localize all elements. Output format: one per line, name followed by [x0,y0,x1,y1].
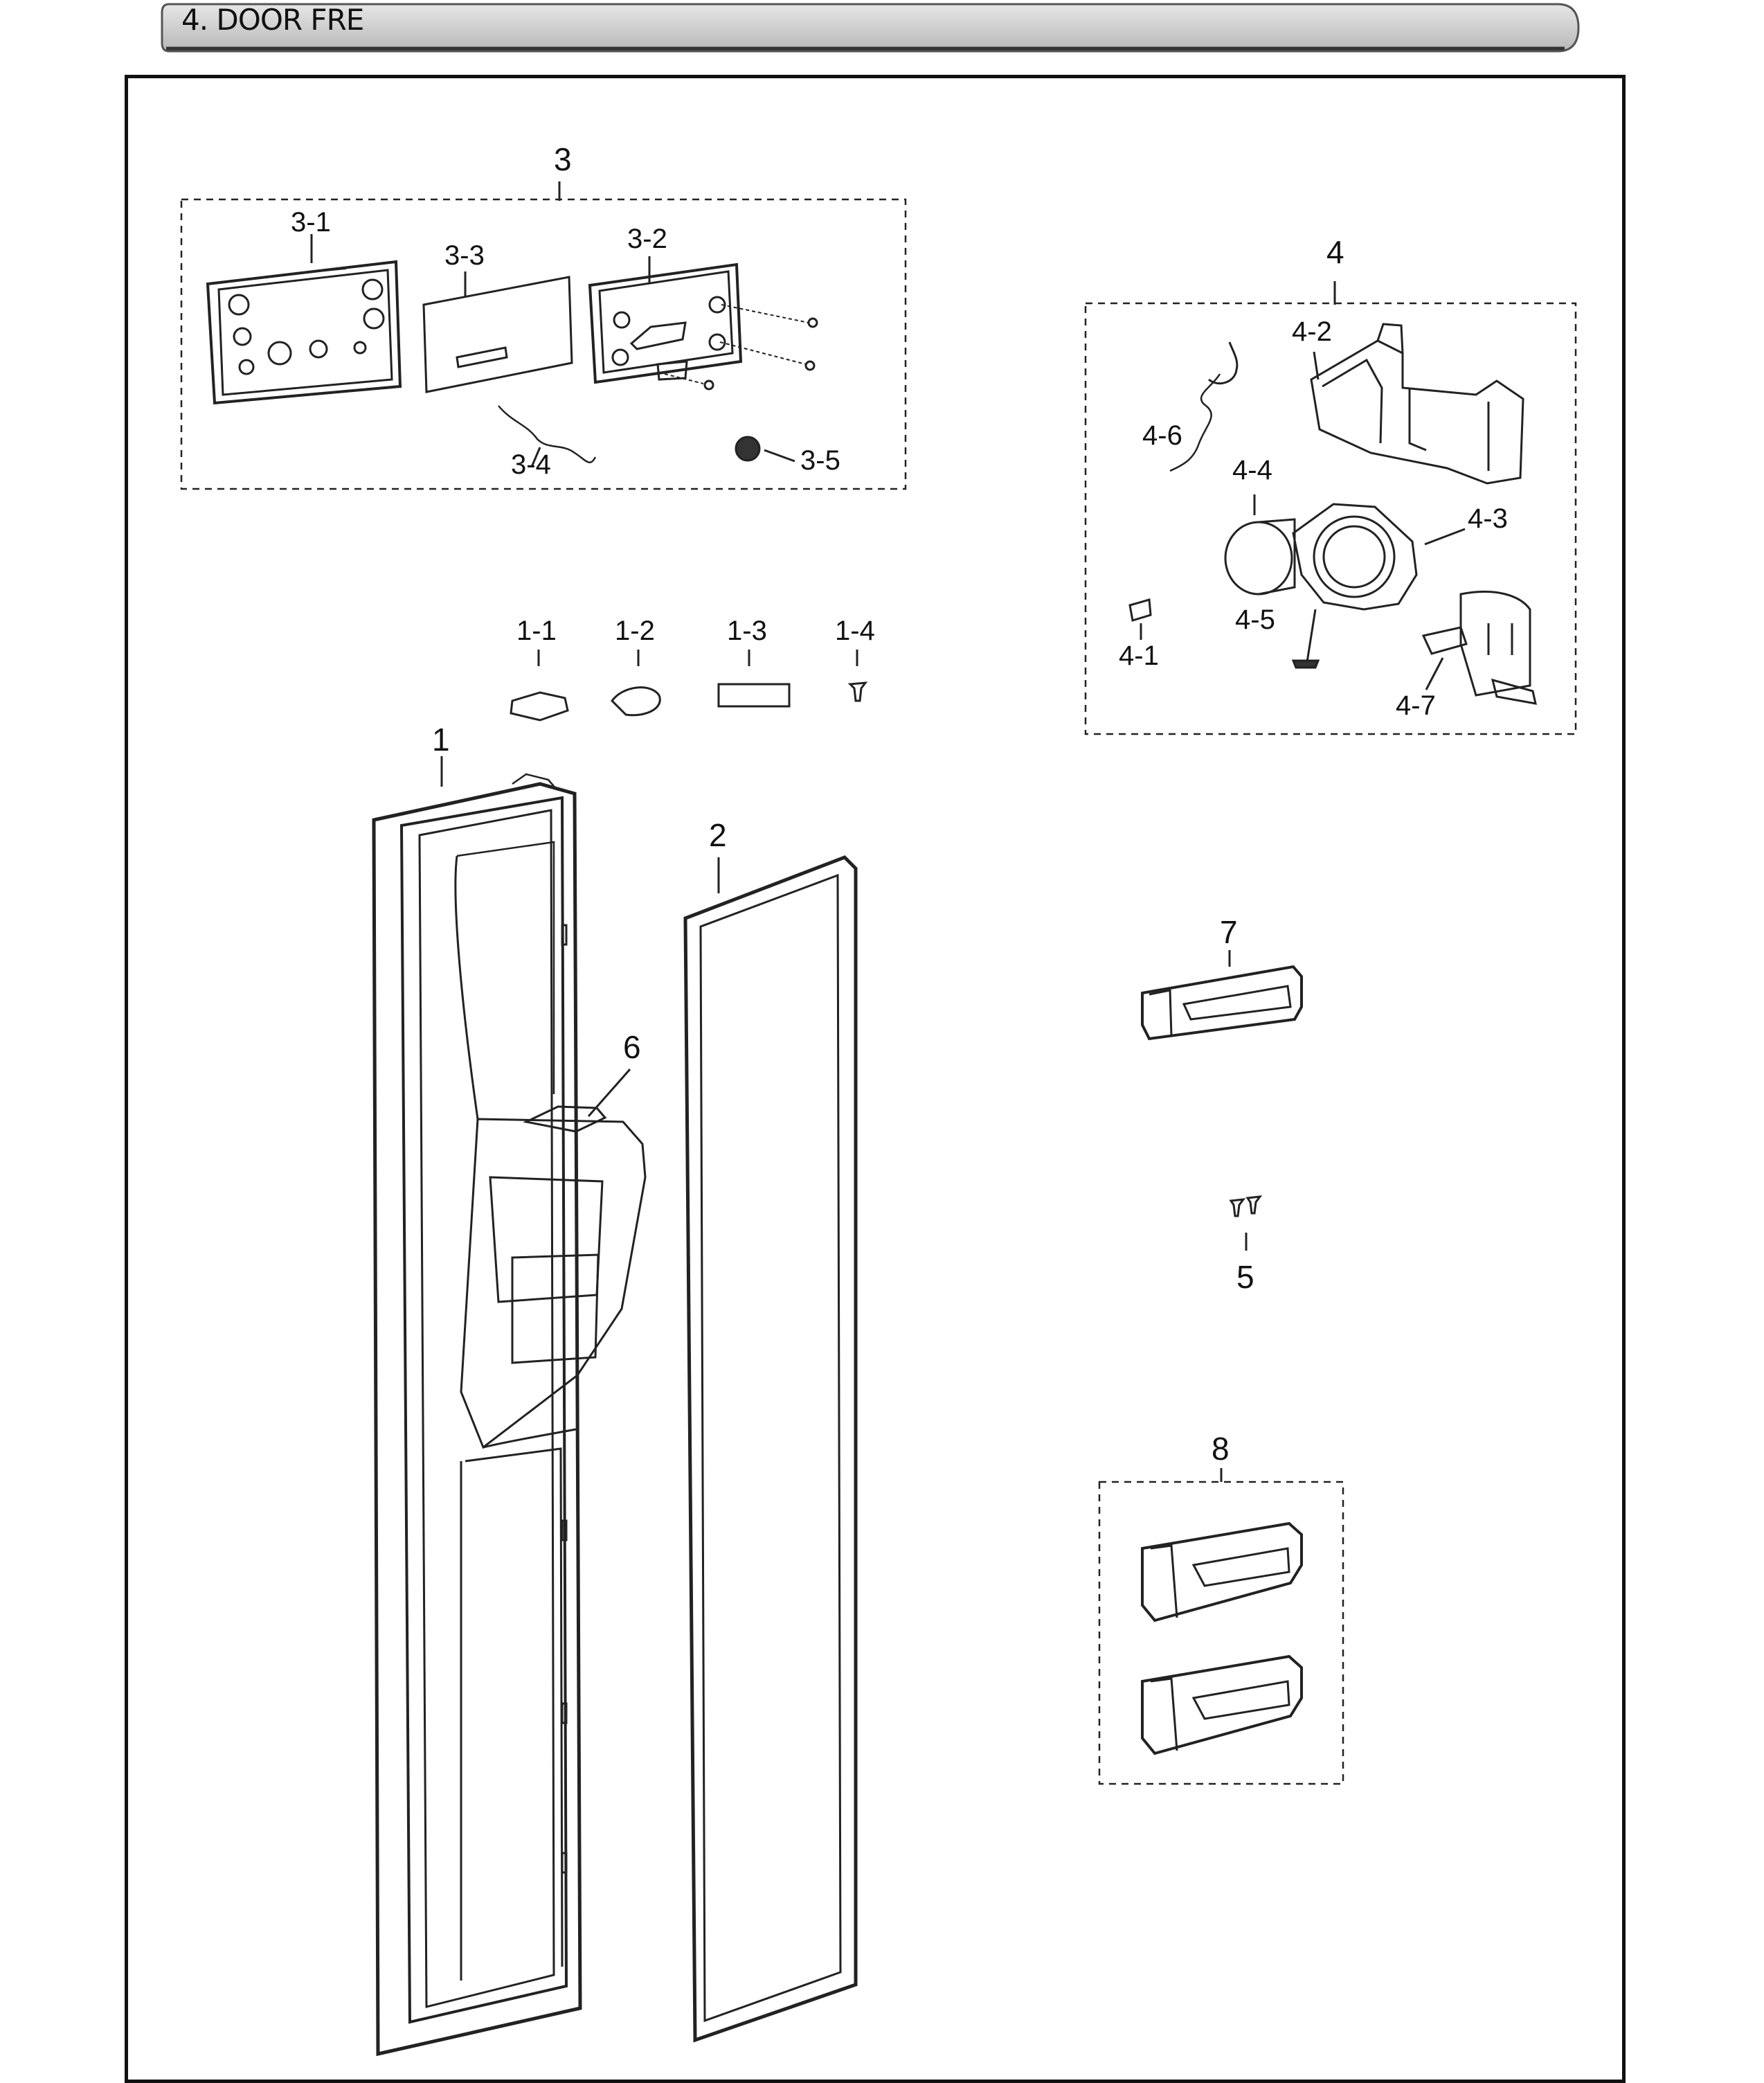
label-4-1: 4-1 [1119,641,1159,671]
part-3-4-wire [498,405,597,463]
part-1-3-block [717,683,791,708]
part-2-gasket [683,855,858,2043]
part-4-4-motor [1224,518,1296,596]
label-4: 4 [1326,234,1344,270]
label-1: 1 [432,722,450,758]
label-4-7: 4-7 [1396,690,1436,721]
label-7: 7 [1220,914,1238,950]
label-3-4: 3-4 [511,449,551,480]
part-1-4-screw [847,681,868,702]
label-6: 6 [623,1029,641,1065]
label-4-4: 4-4 [1232,455,1272,485]
part-7-guard [1141,965,1303,1041]
label-5: 5 [1236,1259,1254,1295]
part-4-6-harness [1169,373,1221,472]
label-3-5: 3-5 [800,445,840,476]
page-title: 4. DOOR FRE [181,3,364,37]
part-4-2-case [1310,323,1524,485]
part-8-guard-lower [1141,1654,1303,1755]
part-3-1-cover-dispenser [206,260,402,405]
label-3: 3 [554,141,572,177]
header-bar [161,3,1580,53]
part-3-3-panel [422,276,573,393]
label-1-1: 1-1 [516,616,557,646]
part-4-3-duct [1292,503,1418,611]
leader-6 [587,1069,631,1117]
part-1-door [372,773,647,2057]
part-1-1-hinge [510,691,569,722]
label-2: 2 [709,817,727,853]
screws-3-2 [664,304,818,391]
part-1-2-cap [611,686,661,717]
part-3-5-switch [735,436,795,463]
group-8-box [1098,1481,1344,1785]
label-4-5: 4-5 [1235,605,1275,635]
part-4-5-solenoid [1291,609,1320,669]
part-4-1-connector [1128,598,1152,622]
label-4-3: 4-3 [1468,503,1508,534]
label-3-2: 3-2 [627,224,667,254]
label-8: 8 [1212,1431,1230,1467]
label-1-2: 1-2 [615,616,655,646]
label-3-3: 3-3 [444,240,485,271]
group-4-box [1084,302,1577,735]
label-3-1: 3-1 [291,207,331,238]
label-4-6: 4-6 [1142,420,1182,451]
part-8-guard-upper [1141,1521,1303,1622]
group-3-box [180,198,907,490]
label-1-3: 1-3 [727,616,767,646]
part-5-screws [1229,1195,1263,1217]
part-4-7-flap [1421,590,1537,705]
label-4-2: 4-2 [1292,316,1332,347]
label-1-4: 1-4 [835,616,875,646]
part-3-2-frame [588,262,743,384]
